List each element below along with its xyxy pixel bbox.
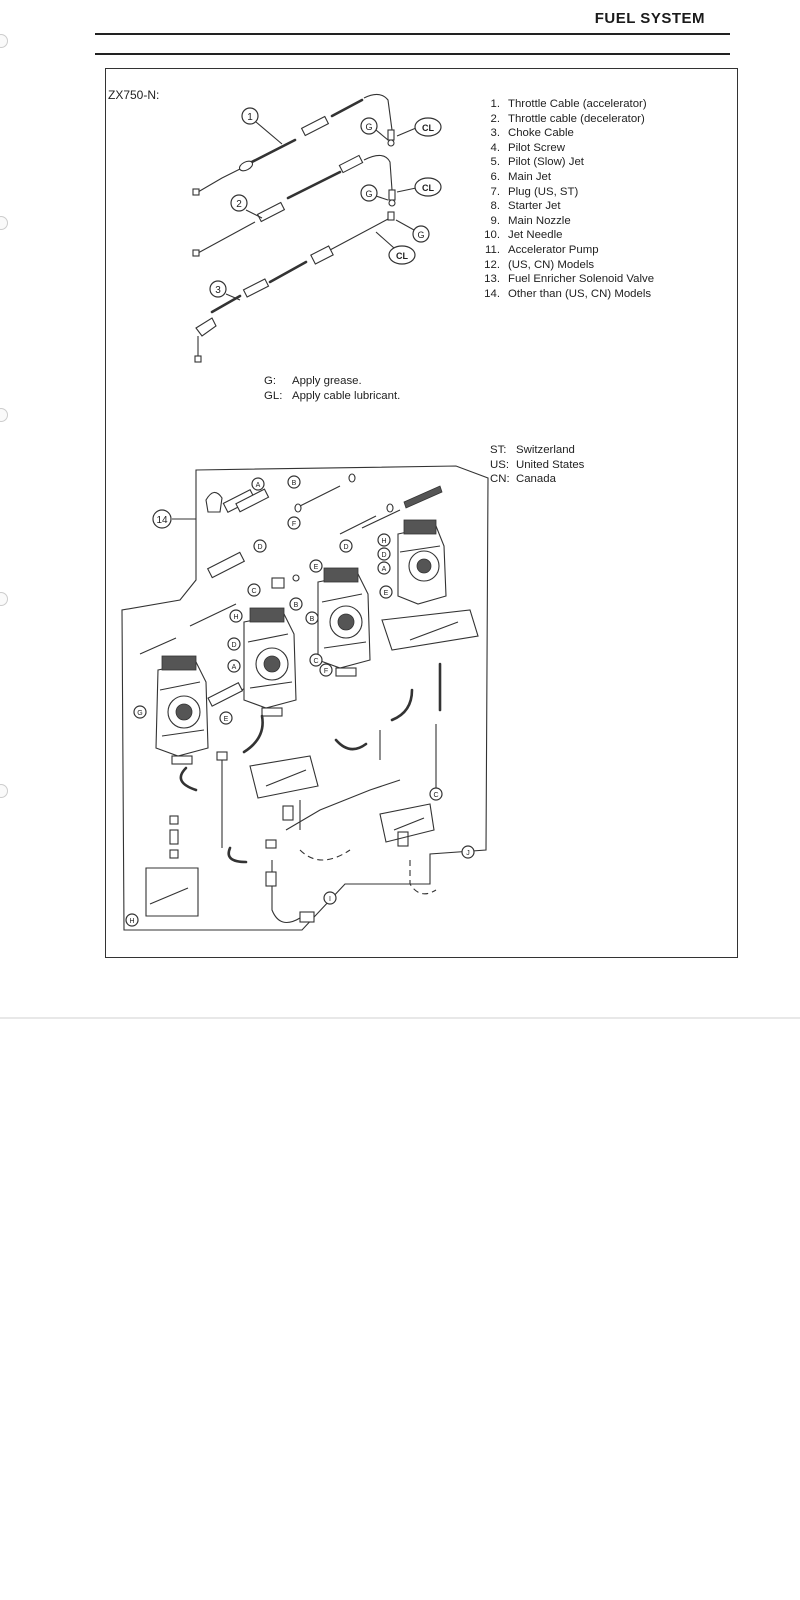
svg-text:F: F xyxy=(292,521,296,528)
parts-list-item: 10.Jet Needle xyxy=(484,229,563,242)
svg-text:14: 14 xyxy=(156,515,168,526)
region-key-item: ST:Switzerland xyxy=(490,444,575,456)
throttle-cable-accelerator xyxy=(192,93,395,196)
svg-text:E: E xyxy=(384,590,389,597)
svg-text:CL: CL xyxy=(422,183,434,193)
choke-cable xyxy=(194,211,395,363)
hoses-and-fittings xyxy=(169,662,442,924)
svg-text:CL: CL xyxy=(396,251,408,261)
svg-text:D: D xyxy=(343,544,348,551)
callout-3: 3 xyxy=(209,280,241,301)
sub-assembly-boxes xyxy=(145,609,479,917)
svg-text:B: B xyxy=(292,480,297,487)
diagram-frame xyxy=(105,68,738,958)
callout-cl-2: CL xyxy=(396,177,442,197)
carburetor-1 xyxy=(155,655,209,765)
svg-text:3: 3 xyxy=(215,285,221,296)
svg-text:I: I xyxy=(329,896,331,903)
parts-list-item: 7.Plug (US, ST) xyxy=(490,185,579,198)
region-key-item: US:United States xyxy=(490,458,585,471)
parts-list-item: 2.Throttle cable (decelerator) xyxy=(490,112,645,125)
svg-text:A: A xyxy=(256,482,261,489)
svg-text:H: H xyxy=(233,614,238,621)
svg-text:G: G xyxy=(365,122,372,132)
region-key-item: CN:Canada xyxy=(490,473,556,486)
carburetor-2 xyxy=(243,607,297,717)
throttle-cable-decelerator xyxy=(192,154,396,257)
svg-text:C: C xyxy=(433,792,438,799)
svg-text:J: J xyxy=(466,850,470,857)
callout-g-3: G xyxy=(395,219,430,243)
header-rule-top xyxy=(95,33,730,35)
svg-text:H: H xyxy=(381,538,386,545)
note-cable-lubricant: GL:Apply cable lubricant. xyxy=(264,389,401,402)
parts-list-item: 6.Main Jet xyxy=(490,170,552,183)
callout-cl-1: CL xyxy=(396,117,442,137)
upper-hardware xyxy=(139,473,443,707)
svg-text:C: C xyxy=(251,588,256,595)
carburetor-4 xyxy=(397,519,447,605)
svg-text:C: C xyxy=(313,658,318,665)
parts-list-item: 1.Throttle Cable (accelerator) xyxy=(490,98,647,110)
parts-list-item: 14.Other than (US, CN) Models xyxy=(484,287,652,300)
parts-list: 1.Throttle Cable (accelerator) 2.Throttl… xyxy=(474,97,654,301)
svg-text:D: D xyxy=(231,642,236,649)
lubrication-notes: G:Apply grease. GL:Apply cable lubricant… xyxy=(264,374,400,403)
svg-text:2: 2 xyxy=(236,199,242,210)
carburetor-3 xyxy=(317,567,371,677)
assembly-boundary xyxy=(121,465,489,931)
svg-text:F: F xyxy=(324,668,328,675)
parts-list-item: 9.Main Nozzle xyxy=(490,214,571,227)
section-title: FUEL SYSTEM xyxy=(594,10,705,27)
exploded-diagram: 1 G CL 2 G CL xyxy=(121,93,489,931)
svg-text:1: 1 xyxy=(247,112,253,123)
svg-text:G: G xyxy=(365,189,372,199)
svg-text:E: E xyxy=(224,716,229,723)
parts-list-item: 4.Pilot Screw xyxy=(490,141,565,154)
svg-text:H: H xyxy=(129,918,134,925)
svg-text:A: A xyxy=(382,566,387,573)
callout-14: 14 xyxy=(152,509,196,529)
svg-text:D: D xyxy=(257,544,262,551)
parts-list-item: 5.Pilot (Slow) Jet xyxy=(490,156,584,169)
callout-g-1: G xyxy=(360,117,389,141)
header-rule-bottom xyxy=(95,53,730,55)
callout-2: 2 xyxy=(230,194,263,219)
parts-list-item: 12.(US, CN) Models xyxy=(484,258,595,271)
parts-list-item: 11.Accelerator Pump xyxy=(485,243,599,256)
svg-text:B: B xyxy=(294,602,299,609)
model-label: ZX750-N: xyxy=(108,88,160,102)
svg-text:G: G xyxy=(417,230,424,240)
svg-text:A: A xyxy=(232,664,237,671)
page-bottom-edge xyxy=(0,1017,800,1019)
svg-text:CL: CL xyxy=(422,123,434,133)
svg-text:B: B xyxy=(310,616,315,623)
note-grease: G:Apply grease. xyxy=(264,375,362,387)
svg-text:E: E xyxy=(314,564,319,571)
svg-text:D: D xyxy=(381,552,386,559)
letter-callouts: A B D C H D A G E F E B B D H D A E C F … xyxy=(125,475,475,927)
parts-list-item: 13.Fuel Enricher Solenoid Valve xyxy=(484,273,655,286)
parts-list-item: 3.Choke Cable xyxy=(490,127,574,140)
parts-list-item: 8.Starter Jet xyxy=(490,200,561,213)
callout-1: 1 xyxy=(241,107,283,145)
region-key: ST:Switzerland US:United States CN:Canad… xyxy=(490,443,584,487)
callout-cl-3: CL xyxy=(375,231,416,265)
svg-text:G: G xyxy=(137,710,142,717)
callout-g-2: G xyxy=(360,184,389,202)
